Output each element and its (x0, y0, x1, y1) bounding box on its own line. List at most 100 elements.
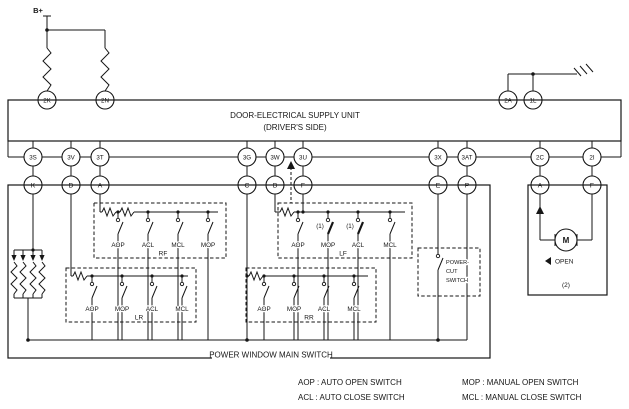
resistor-icon (279, 206, 295, 218)
arrow-up-icon (287, 161, 295, 169)
bus-wire (7, 141, 622, 158)
switch-contact (355, 217, 361, 223)
note-ref: (1) (316, 223, 324, 230)
connector-2i-label: 2I (589, 154, 594, 161)
switch-label: MCL (171, 242, 185, 249)
wire (117, 234, 209, 340)
wire (91, 298, 183, 340)
wire (274, 194, 405, 213)
junction-dot (45, 28, 49, 32)
main-switch: AOP ACL MCL MOP RF (1) (7, 161, 491, 361)
resistor-icon (10, 261, 18, 295)
junction-dot (245, 338, 249, 342)
motor-circuit: M OPEN (2) (527, 184, 608, 296)
junction-dot (388, 210, 392, 214)
block-name-rf: RF (159, 251, 168, 258)
block-name-lr: LR (135, 315, 144, 322)
connector-2k-label: 2K (43, 97, 51, 104)
wire (70, 194, 188, 277)
connector-3t-label: 3T (96, 154, 103, 161)
legend-item-mcl: MCL : MANUAL CLOSE SWITCH (462, 393, 582, 402)
block-name-lf: LF (339, 251, 347, 258)
pin-d-label: D (69, 183, 74, 190)
supply-unit-title-line1: DOOR-ELECTRICAL SUPPLY UNIT (230, 111, 360, 120)
junction-dot (90, 274, 94, 278)
pin-a-label: A (98, 183, 103, 190)
lf-block-outline (277, 202, 413, 259)
switch-contact (179, 281, 185, 287)
note-ref: (1) (346, 223, 354, 230)
switch-label: AOP (257, 306, 270, 313)
junction-dot (150, 274, 154, 278)
switch-contact (351, 281, 357, 287)
arrow-down-icon (30, 255, 36, 261)
connector-3g-label: 3G (243, 154, 251, 161)
resistor-icon (101, 206, 117, 218)
connector-3v-label: 3V (67, 154, 75, 161)
wire (43, 15, 106, 48)
connector-3x-label: 3X (434, 154, 442, 161)
pin-e-label: E (436, 183, 441, 190)
switch-stubs (91, 276, 183, 282)
pin-p-label: P (465, 183, 470, 190)
switch-contact (89, 281, 95, 287)
resistor-icon (38, 261, 46, 295)
switch-label: ACL (146, 306, 159, 313)
junction-dot (146, 210, 150, 214)
junction-dot (26, 338, 30, 342)
illumination-resistors (10, 194, 46, 340)
resistor-icon (248, 270, 264, 282)
switch-contact (119, 281, 125, 287)
switch-label: ACL (318, 306, 331, 313)
switch-blades (297, 221, 396, 235)
switch-block-lr: AOP MOP ACL MCL LR (65, 194, 197, 340)
junction-dot (531, 72, 535, 76)
connector-1l-label: 1L (530, 97, 537, 104)
junction-dot (356, 210, 360, 214)
legend-item-acl: ACL : AUTO CLOSE SWITCH (298, 393, 405, 402)
pin-motor-a-label: A (538, 183, 543, 190)
supply-unit-title-line2: (DRIVER'S SIDE) (263, 123, 327, 132)
switch-label: MOP (321, 242, 335, 249)
junction-dot (120, 274, 124, 278)
wire (99, 194, 218, 213)
wire (507, 73, 577, 91)
legend-item-mop: MOP : MANUAL OPEN SWITCH (462, 378, 579, 387)
arrow-down-icon (39, 255, 45, 261)
supply-unit: DOOR-ELECTRICAL SUPPLY UNIT (DRIVER'S SI… (7, 99, 622, 142)
rf-block-outline (93, 202, 227, 259)
junction-dot (352, 274, 356, 278)
arrow-up-icon (536, 206, 544, 214)
junction-dot (292, 274, 296, 278)
power-cut-outline (417, 247, 481, 297)
switch-label: MOP (115, 306, 129, 313)
junction-dot (31, 248, 35, 252)
power-cut-label-line2: CUT (446, 269, 458, 275)
resistor-icon (29, 261, 37, 295)
arrow-down-icon (20, 255, 26, 261)
motor-icon (554, 228, 578, 252)
switch-label: ACL (142, 242, 155, 249)
connector-3at-label: 3AT (462, 154, 473, 161)
block-name-rr: RR (304, 315, 314, 322)
junction-dot (245, 274, 249, 278)
pin-motor-f-label: F (590, 183, 594, 190)
battery-label: B+ (33, 6, 43, 15)
caption-bg (212, 349, 330, 361)
switch-label: MCL (383, 242, 397, 249)
switch-block-rr: AOP MOP ACL MCL RR (245, 194, 377, 340)
wire (437, 194, 468, 340)
switch-contact (205, 217, 211, 223)
main-switch-caption: POWER WINDOW MAIN SWITCH (209, 351, 333, 360)
resistor-icon (72, 270, 88, 282)
junction-dot (322, 274, 326, 278)
junction-dot (326, 210, 330, 214)
power-cut-label-line3: SWITCH (446, 278, 468, 284)
pin-f-label: F (301, 183, 305, 190)
switch-contact (145, 217, 151, 223)
motor-open-label: OPEN (555, 259, 574, 266)
motor-ref: (2) (562, 282, 570, 289)
switch-blades (263, 285, 360, 299)
switch-label: MCL (347, 306, 361, 313)
